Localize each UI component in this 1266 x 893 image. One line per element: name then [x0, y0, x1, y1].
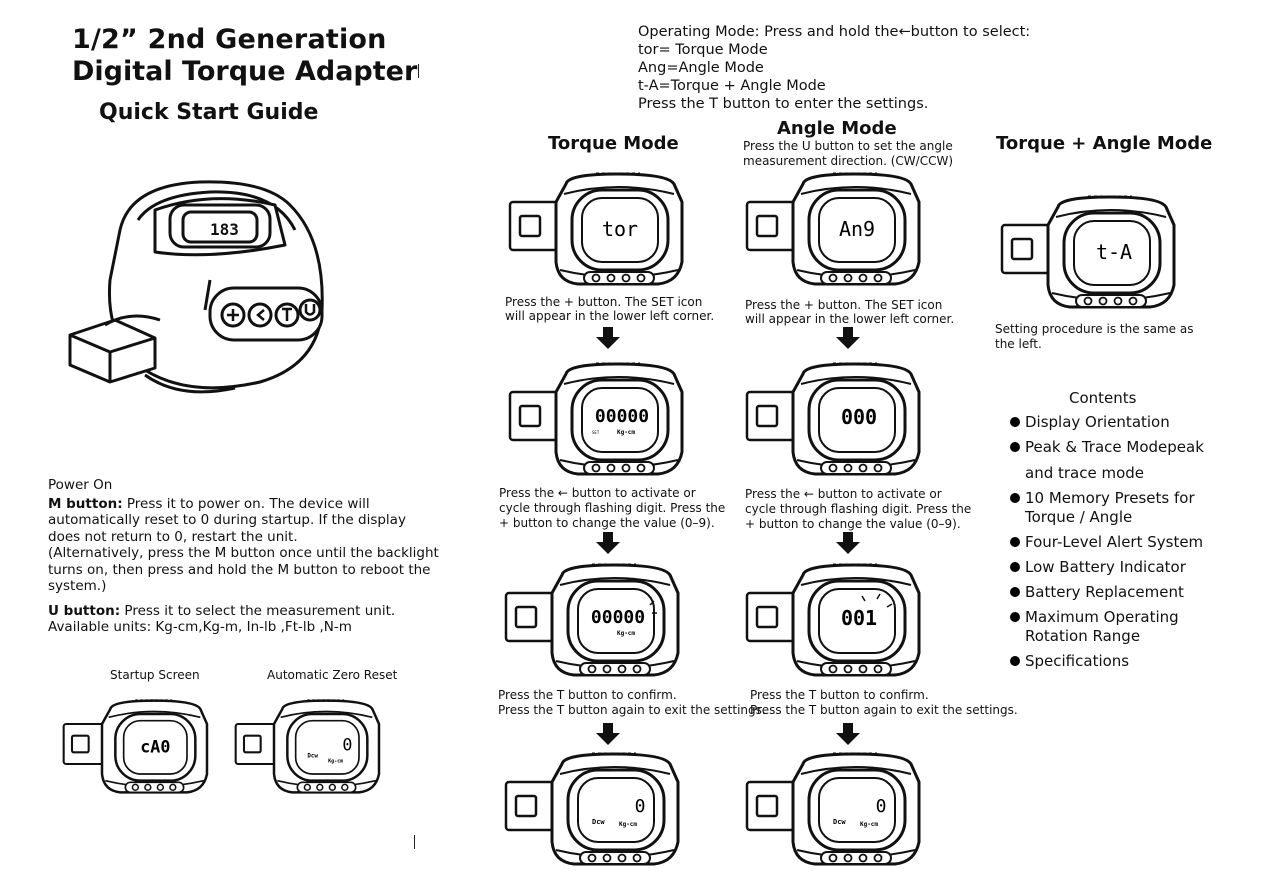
down-arrow-icon: [596, 723, 620, 745]
display-unit: Kg-cm: [860, 821, 878, 828]
power-on-line: does not return to 0, restart the unit.: [48, 528, 298, 545]
display-text: tor: [602, 217, 638, 241]
power-on-line: turns on, then press and hold the M butt…: [48, 561, 431, 578]
adapter-illustration: 183: [68, 180, 324, 394]
display-text: t-A: [1096, 240, 1132, 264]
display-dir: Dcw: [592, 818, 605, 826]
angle-mode-sub: Press the U button to set the angle: [743, 139, 953, 153]
combo-mode-heading: Torque + Angle Mode: [996, 133, 1213, 154]
display-unit: Kg-cm: [619, 821, 637, 828]
combo-note-line: Setting procedure is the same as: [995, 322, 1194, 336]
angle-step2-line: cycle through flashing digit. Press the: [745, 502, 972, 516]
display-unit: Kg-cm: [617, 429, 635, 436]
down-arrow-icon: [836, 532, 860, 554]
display-dir: Dcw: [833, 818, 846, 826]
display-set: SET: [592, 430, 600, 435]
power-on-section: Power On M button: Press it to power on.…: [48, 477, 439, 635]
device-angle-set: 000: [745, 362, 921, 476]
power-on-heading: Power On: [48, 477, 113, 493]
power-on-line: (Alternatively, press the M button once …: [48, 545, 439, 561]
angle-mode-heading: Angle Mode: [777, 118, 897, 139]
angle-step3-line: Press the T button to confirm.: [750, 688, 929, 702]
down-arrow-icon: [596, 327, 620, 349]
torque-step1-line: will appear in the lower left corner.: [505, 309, 715, 323]
display-unit: Kg-cm: [328, 758, 343, 764]
display-text: 00000: [591, 607, 645, 628]
display-text: 00000: [595, 406, 649, 427]
down-arrow-icon: [836, 327, 860, 349]
display-text: 0: [342, 736, 352, 755]
m-button-label: M button:: [48, 495, 123, 512]
display-dir: Dcw: [307, 753, 318, 759]
torque-step3-line: Press the T button again to exit the set…: [498, 703, 766, 717]
angle-step1-line: will appear in the lower left corner.: [745, 312, 955, 326]
display-text: cA0: [140, 737, 170, 756]
contents-item: Battery Replacement: [1008, 583, 1204, 602]
device-angle-final: Dcw 0 Kg-cm: [745, 752, 921, 866]
angle-step2-line: Press the ← button to activate or: [745, 487, 942, 501]
power-on-line: system.): [48, 578, 107, 594]
device-startup-screen: cA0: [62, 699, 209, 794]
contents-item: Display Orientation: [1008, 413, 1204, 432]
device-angle-flashing: 001: [745, 563, 921, 677]
torque-step2-line: + button to change the value (0–9).: [499, 516, 715, 530]
page-title-line1: 1/2” 2nd Generation: [72, 24, 387, 55]
torque-step3-line: Press the T button to confirm.: [498, 688, 677, 702]
device-auto-zero-screen: Dcw 0 Kg-cm: [234, 699, 381, 794]
auto-zero-label: Automatic Zero Reset: [267, 668, 398, 682]
operating-mode-line: t-A=Torque + Angle Mode: [638, 78, 826, 94]
operating-mode-line: Ang=Angle Mode: [638, 60, 764, 76]
display-text: 000: [841, 405, 877, 429]
device-torque-final: Dcw 0 Kg-cm: [504, 752, 680, 866]
display-text: 0: [876, 796, 887, 817]
down-arrow-icon: [836, 723, 860, 745]
angle-mode-sub: measurement direction. (CW/CCW): [743, 154, 954, 168]
operating-mode-text: Operating Mode: Press and hold the←butto…: [638, 23, 1030, 113]
operating-mode-line: tor= Torque Mode: [638, 42, 768, 58]
contents-item: Specifications: [1008, 652, 1204, 671]
angle-step3-line: Press the T button again to exit the set…: [750, 703, 1018, 717]
power-on-line: automatically reset to 0 during startup.…: [48, 512, 406, 528]
contents-item: Four-Level Alert System: [1008, 533, 1204, 552]
device-angle-mode: An9: [745, 172, 921, 286]
page-subtitle: Quick Start Guide: [99, 100, 319, 125]
torque-step1-line: Press the + button. The SET icon: [505, 295, 703, 309]
display-text: An9: [839, 217, 875, 241]
contents-heading: Contents: [1069, 389, 1137, 407]
device-torque-flashing: 00000 Kg-cm: [504, 563, 680, 677]
display-unit: Kg-cm: [617, 630, 635, 637]
units-line: Available units: Kg-cm,Kg-m, In-lb ,Ft-l…: [48, 619, 352, 635]
display-text: 0: [635, 796, 646, 817]
contents-list: Contents Display Orientation Peak & Trac…: [1008, 389, 1204, 671]
device-torque-mode: tor: [508, 172, 684, 286]
device-torque-set: 00000 Kg-cm SET: [508, 362, 684, 476]
page-title-line2: Digital Torque Adapter: [72, 56, 418, 87]
display-text: 001: [841, 606, 877, 630]
operating-mode-line: Press the T button to enter the settings…: [638, 96, 929, 112]
combo-note-line: the left.: [995, 337, 1042, 351]
operating-mode-line: Operating Mode: Press and hold the←butto…: [638, 24, 1031, 40]
svg-text:183: 183: [210, 220, 239, 239]
margin-mark: [418, 64, 419, 78]
torque-step2-line: Press the ← button to activate or: [499, 486, 696, 500]
torque-step2-line: cycle through flashing digit. Press the: [499, 501, 726, 515]
angle-step1-line: Press the + button. The SET icon: [745, 298, 943, 312]
down-arrow-icon: [596, 532, 620, 554]
angle-step2-line: + button to change the value (0–9).: [745, 517, 961, 531]
margin-mark: [414, 835, 415, 849]
device-torque-angle-mode: t-A: [1000, 195, 1176, 309]
contents-item: Low Battery Indicator: [1008, 558, 1204, 577]
torque-mode-heading: Torque Mode: [548, 133, 679, 154]
u-button-label: U button:: [48, 602, 121, 619]
startup-screen-label: Startup Screen: [110, 668, 200, 682]
